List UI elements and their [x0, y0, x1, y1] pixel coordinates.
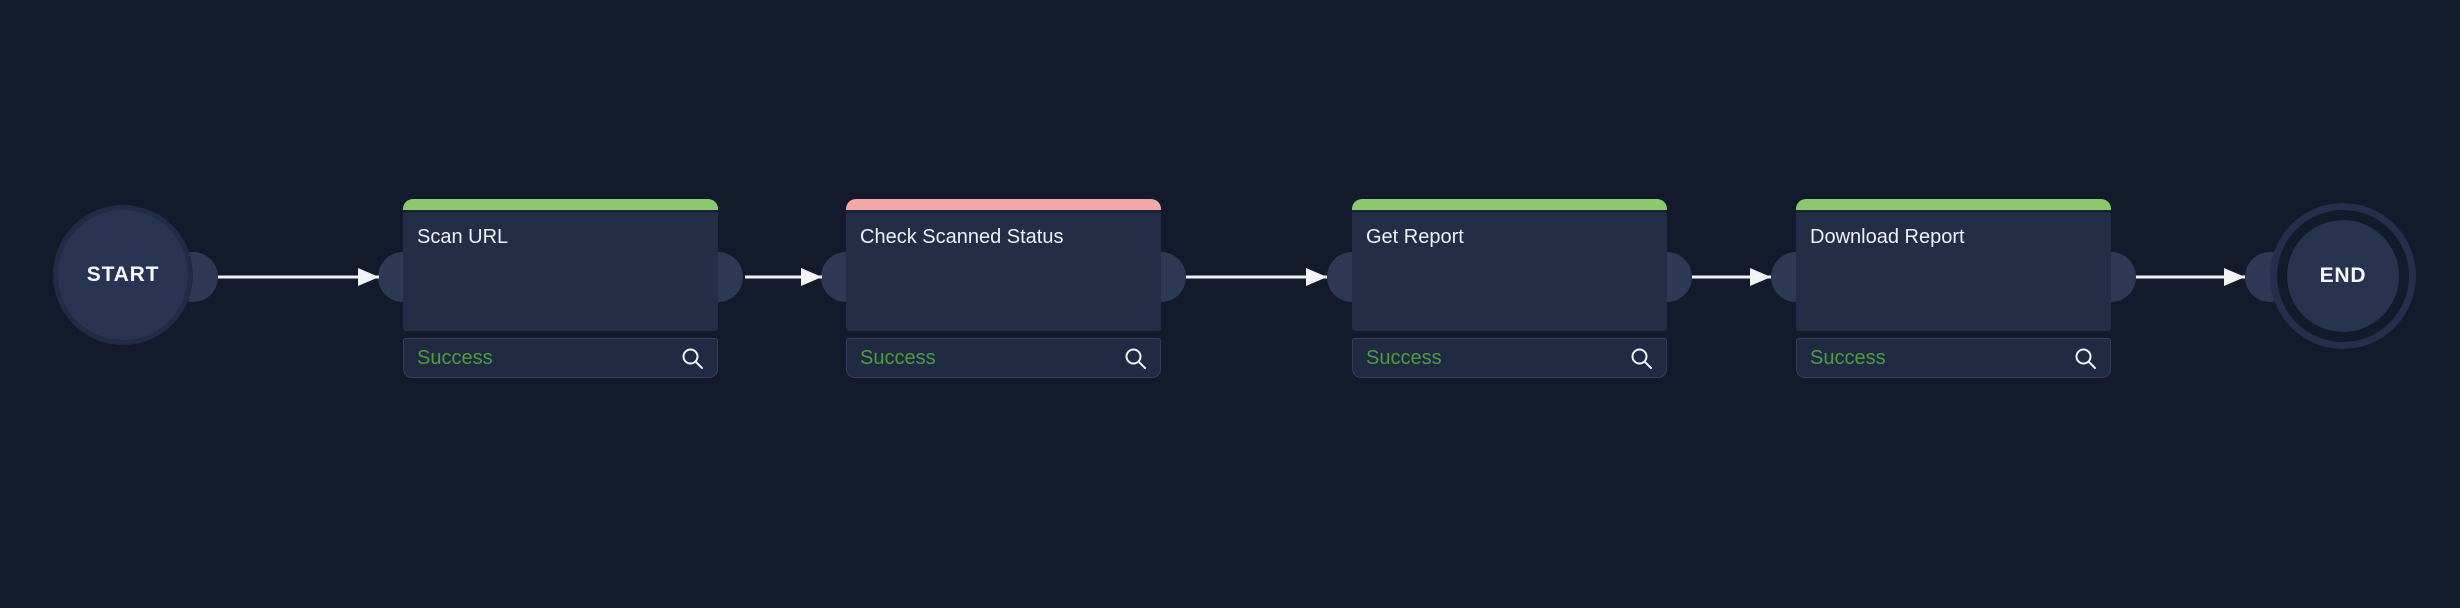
- node-footer[interactable]: Success: [846, 338, 1161, 378]
- node-body[interactable]: Get Report: [1352, 213, 1667, 331]
- workflow-node-check-scanned-status[interactable]: Check Scanned Status Success: [821, 199, 1186, 378]
- node-status-bar: [1796, 199, 2111, 213]
- node-title: Check Scanned Status: [860, 226, 1064, 248]
- start-node[interactable]: START: [53, 205, 193, 345]
- magnifier-icon[interactable]: [2074, 347, 2097, 370]
- node-body[interactable]: Scan URL: [403, 213, 718, 331]
- workflow-node-scan-url[interactable]: Scan URL Success: [378, 199, 743, 378]
- node-status-label: Success: [1810, 346, 1886, 369]
- end-label: END: [2319, 264, 2367, 287]
- node-body[interactable]: Check Scanned Status: [846, 213, 1161, 331]
- magnifier-icon[interactable]: [1124, 347, 1147, 370]
- node-title: Get Report: [1366, 226, 1464, 248]
- node-footer[interactable]: Success: [403, 338, 718, 378]
- end-node-inner: END: [2287, 220, 2399, 332]
- magnifier-icon[interactable]: [1630, 347, 1653, 370]
- node-status-bar: [403, 199, 718, 213]
- magnifier-icon[interactable]: [681, 347, 704, 370]
- node-body[interactable]: Download Report: [1796, 213, 2111, 331]
- workflow-node-download-report[interactable]: Download Report Success: [1771, 199, 2136, 378]
- end-node[interactable]: END: [2270, 203, 2416, 349]
- node-status-label: Success: [417, 346, 493, 369]
- start-label: START: [86, 263, 160, 286]
- node-status-bar: [1352, 199, 1667, 213]
- node-title: Scan URL: [417, 226, 509, 248]
- node-status-label: Success: [1366, 346, 1442, 369]
- workflow-node-get-report[interactable]: Get Report Success: [1327, 199, 1692, 378]
- node-status-label: Success: [860, 346, 936, 369]
- node-footer[interactable]: Success: [1796, 338, 2111, 378]
- node-status-bar: [846, 199, 1161, 213]
- node-title: Download Report: [1810, 226, 1965, 248]
- node-footer[interactable]: Success: [1352, 338, 1667, 378]
